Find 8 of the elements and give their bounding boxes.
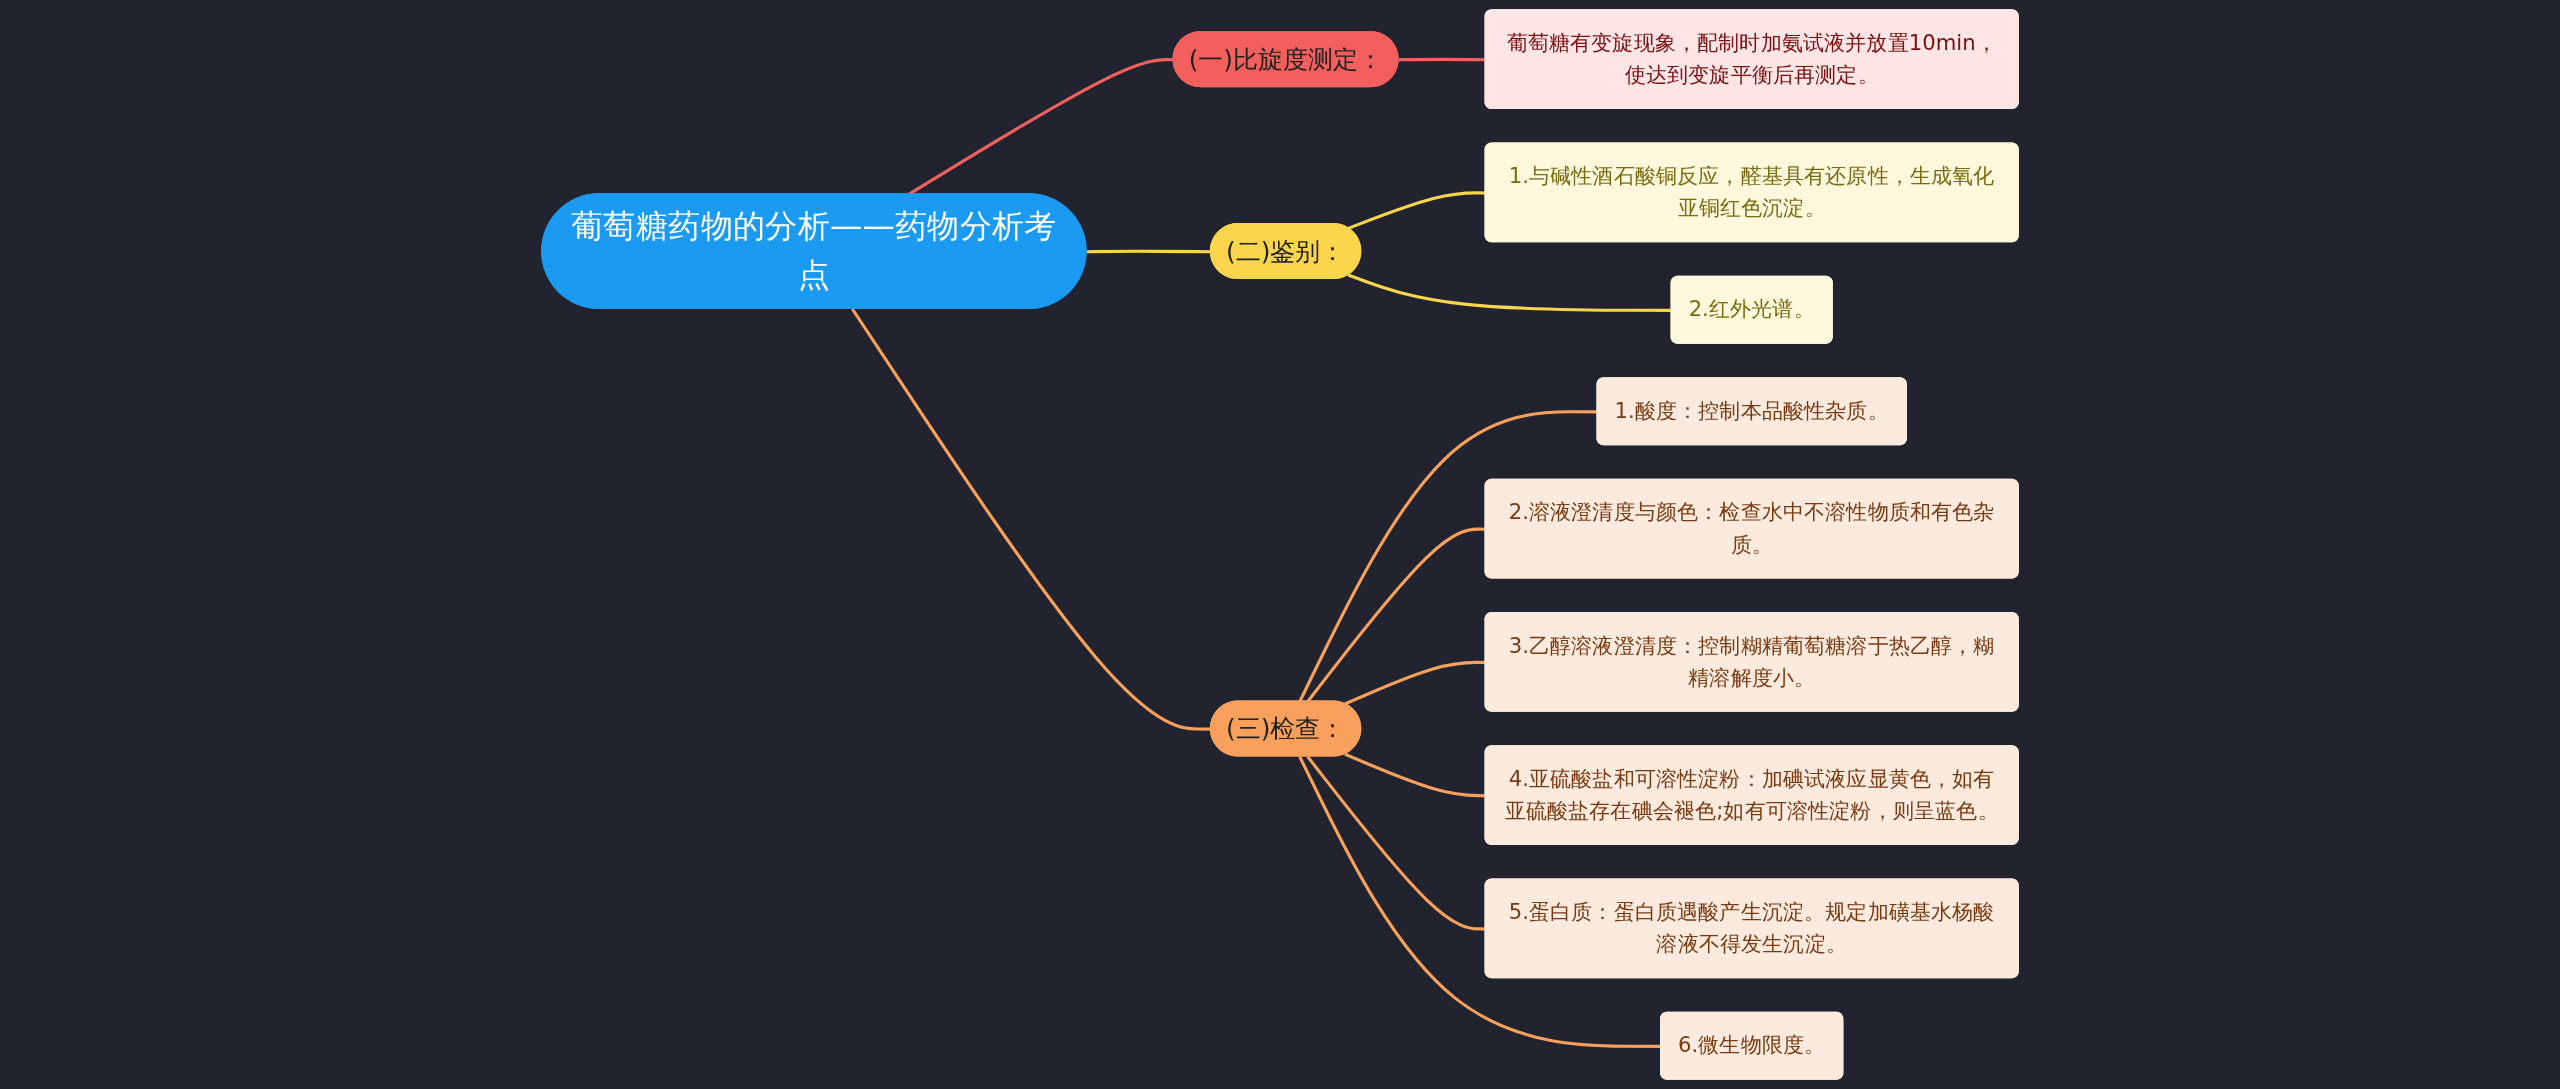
connector xyxy=(1347,273,1672,312)
connector xyxy=(1298,410,1598,703)
connector xyxy=(1398,57,1486,62)
connector xyxy=(1347,191,1486,230)
connector xyxy=(1306,527,1486,703)
connector xyxy=(1306,755,1486,931)
connector xyxy=(1344,660,1486,706)
connector xyxy=(1344,752,1486,798)
